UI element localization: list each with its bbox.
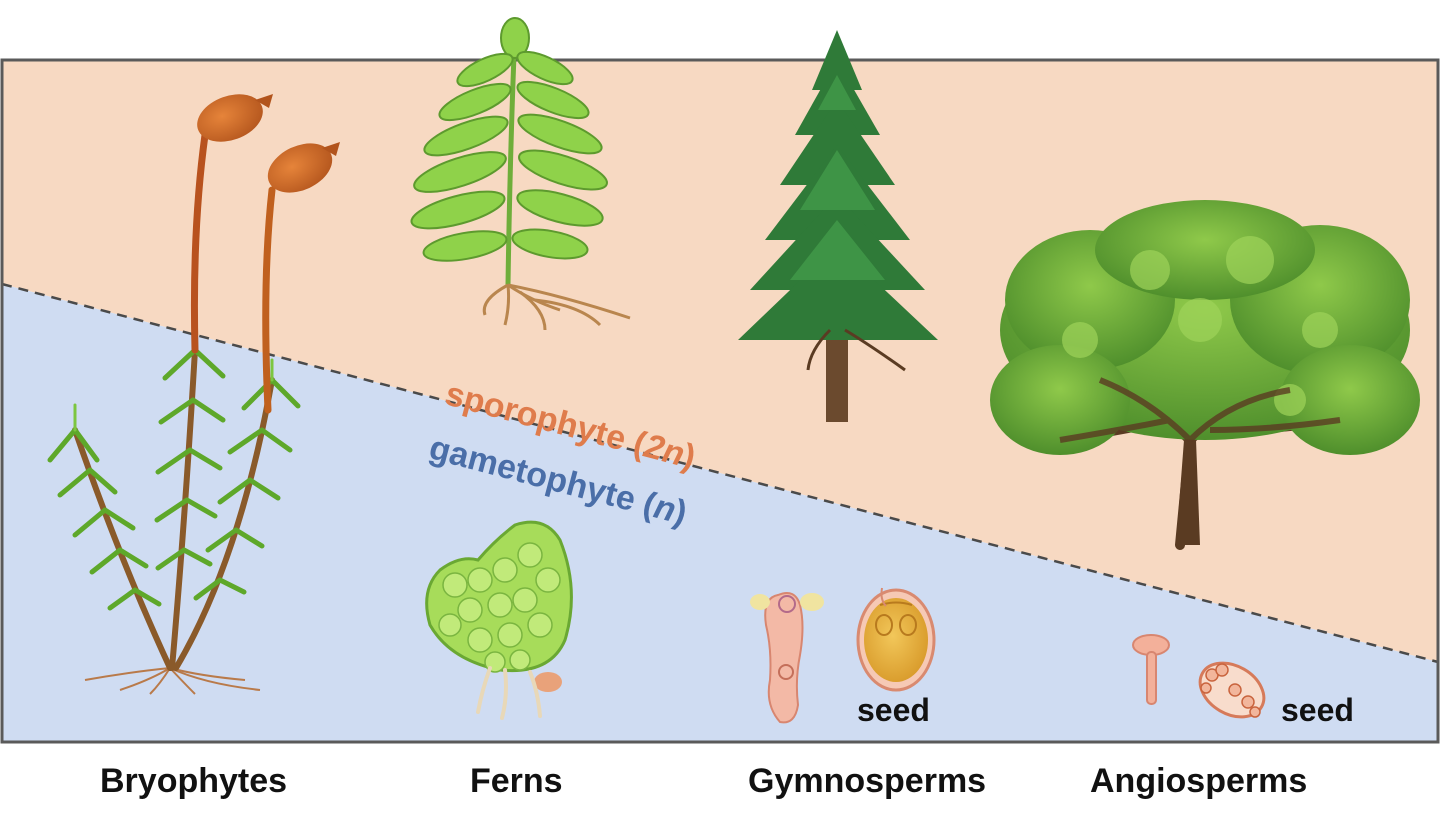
gymnosperm-seed-illustration (856, 587, 936, 692)
fern-prothallus-illustration (425, 520, 573, 720)
group-label-ferns: Ferns (470, 762, 563, 800)
gymnosperm-seed-label: seed (857, 692, 930, 728)
angiosperm-seed-label: seed (1281, 692, 1354, 728)
zone-divider (1, 282, 1439, 664)
pollen-tube-illustration (750, 592, 824, 724)
broadleaf-tree-illustration (990, 200, 1420, 550)
conifer-tree-illustration (738, 30, 938, 422)
group-label-angiosperms: Angiosperms (1090, 762, 1308, 800)
moss-illustration (47, 94, 340, 695)
gametophyte-zone (2, 284, 1438, 742)
group-label-gymnosperms: Gymnosperms (748, 762, 987, 800)
fern-frond-illustration (410, 17, 631, 331)
sporophyte-zone (2, 60, 1438, 662)
diagram-frame (0, 58, 1440, 744)
group-label-bryophytes: Bryophytes (100, 762, 288, 800)
embryo-sac-illustration (1198, 661, 1266, 719)
angiosperm-pollen-tube-illustration (1132, 634, 1170, 705)
